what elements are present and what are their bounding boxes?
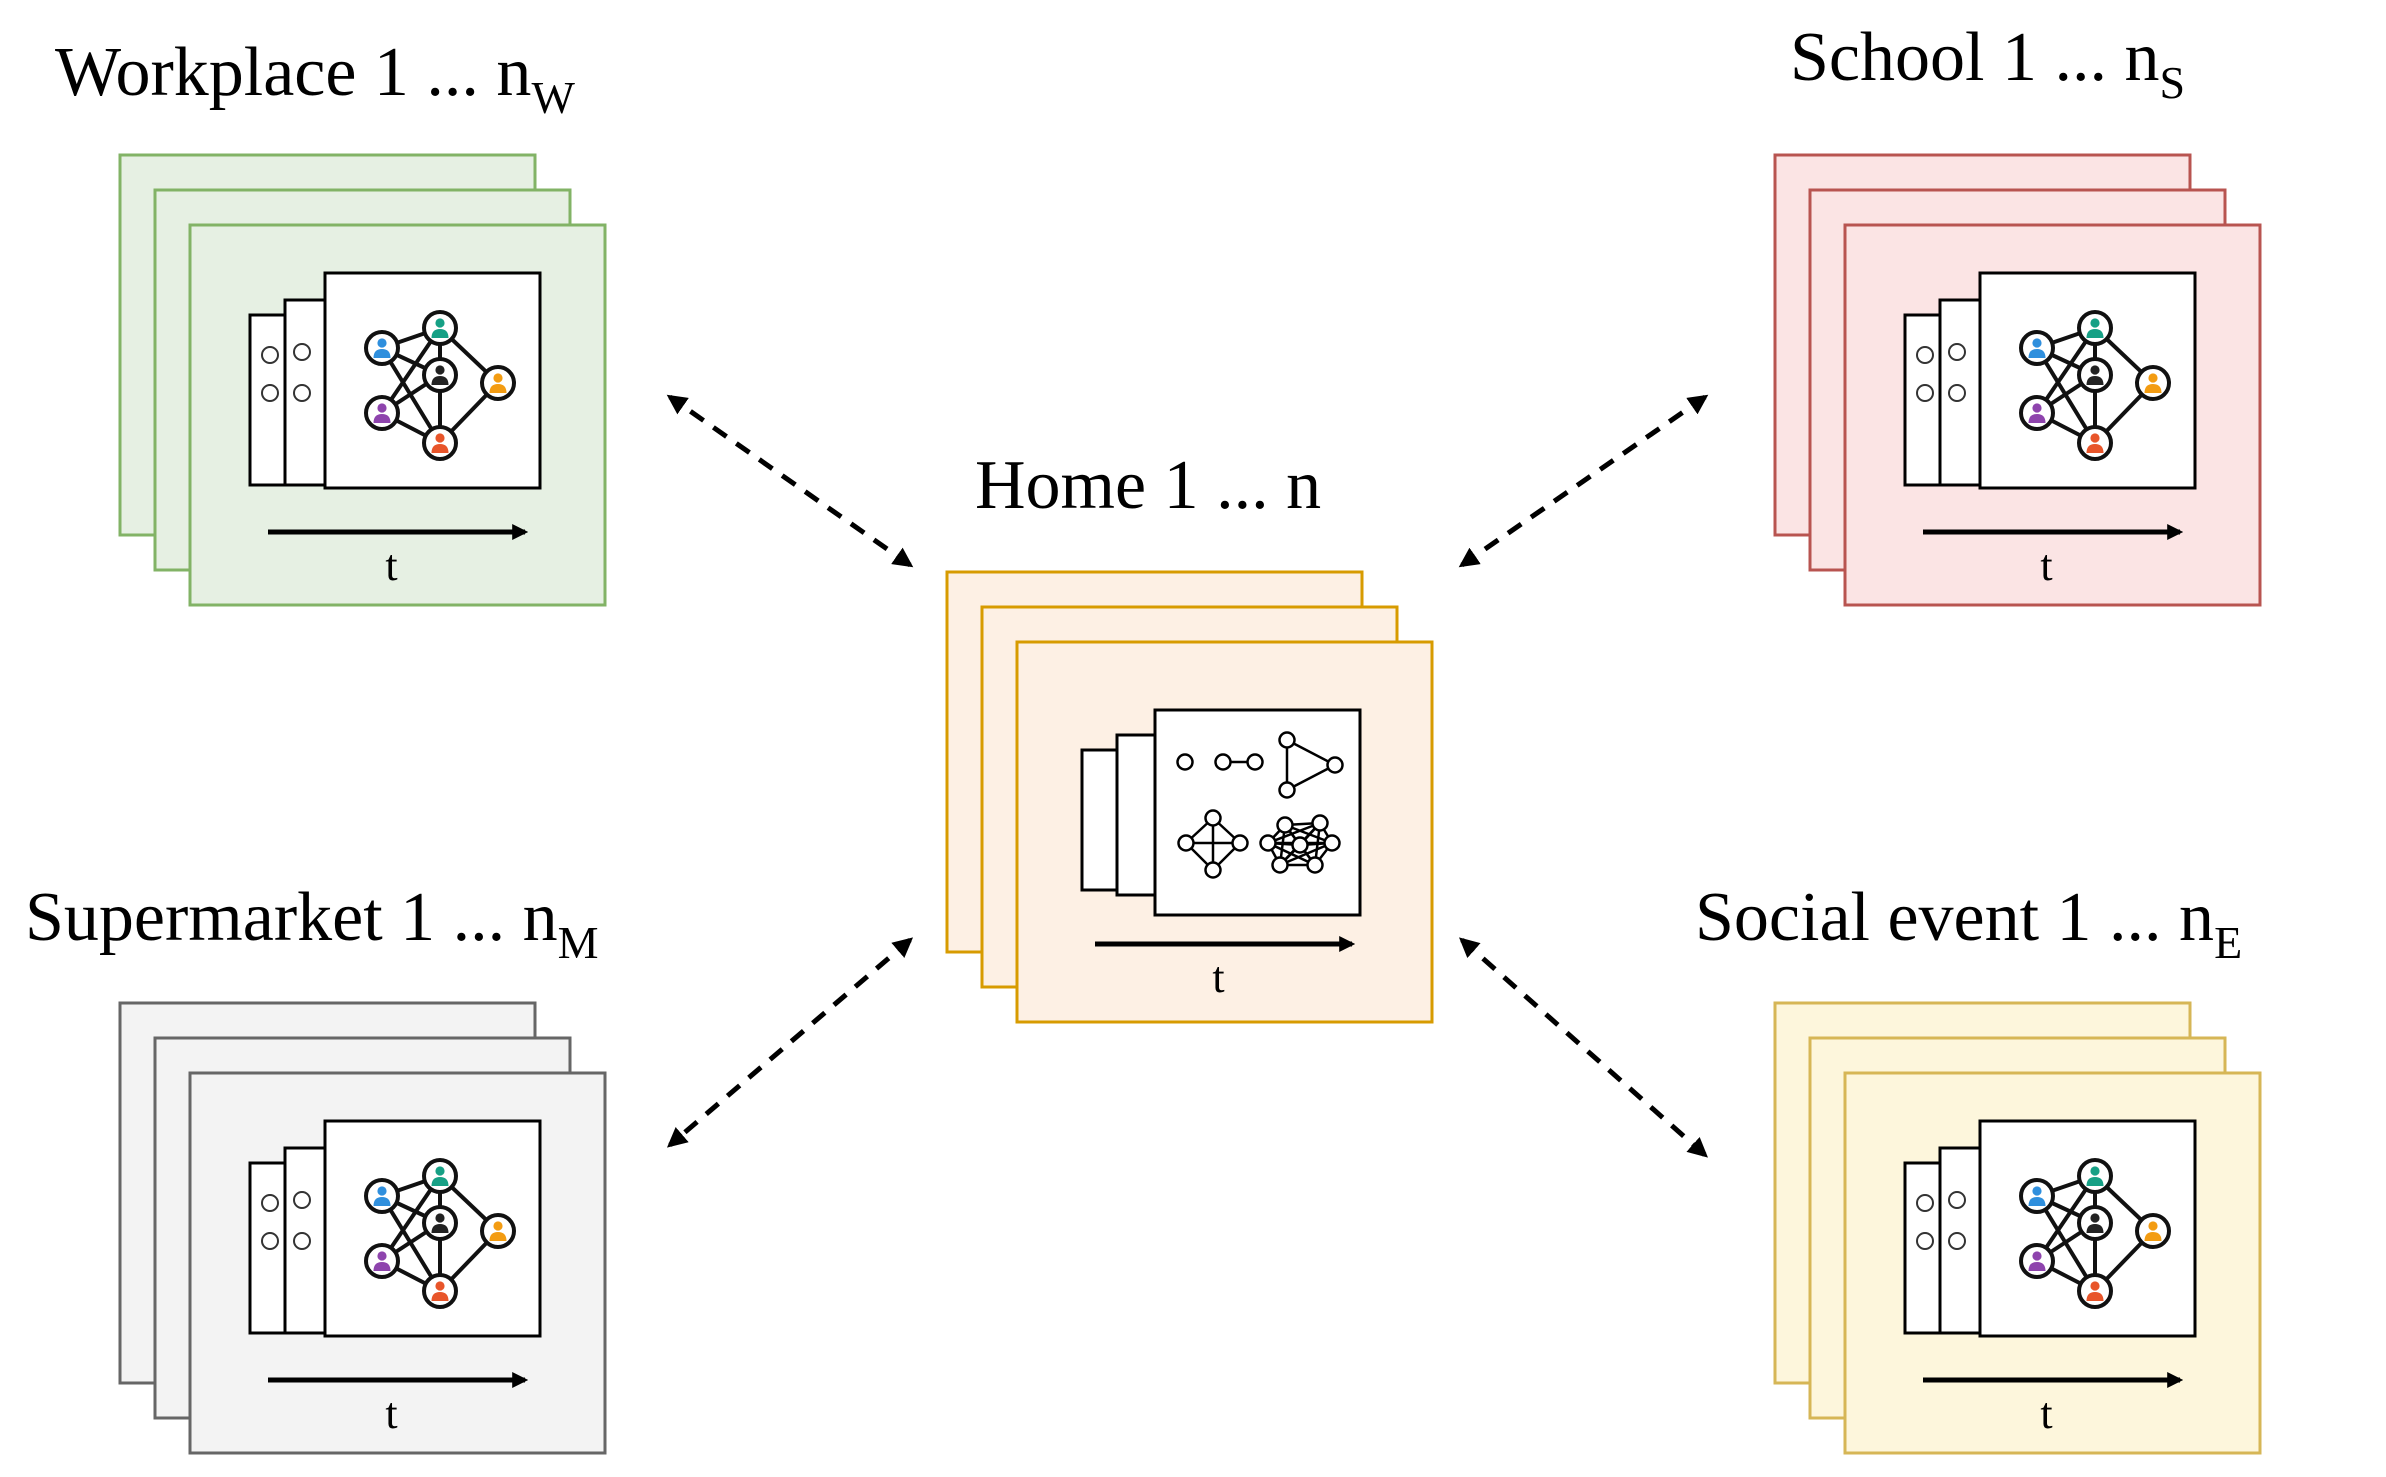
title-social: Social event 1 ... nE [1695,879,2242,968]
connections-layer [666,394,1709,1158]
person-icon [2077,357,2113,393]
person-icon [480,1213,516,1249]
graph-node [1306,856,1324,874]
person-icon [480,365,516,401]
faded-node [1948,343,1966,361]
faded-node [1948,1191,1966,1209]
time-axis-label: t [1212,953,1224,1002]
graph-node [1311,814,1329,832]
graph-node [1323,834,1341,852]
faded-node [261,346,279,364]
graph-edge [1267,821,1321,845]
person-icon [364,330,400,366]
person-icon [422,357,458,393]
person-icon [2135,1213,2171,1249]
graph-node [1176,753,1194,771]
title-school: School 1 ... nS [1790,19,2185,108]
connection-home-social [1459,937,1708,1158]
graph-node [1231,834,1249,852]
graph-node [1204,809,1222,827]
person-icon [2077,1273,2113,1309]
person-icon [364,395,400,431]
location-group-workplace: t Workplace 1 ... nW [55,34,607,607]
location-group-supermarket: t Supermarket 1 ... nM [25,879,607,1455]
person-icon [2019,1178,2055,1214]
graph-node [1259,834,1277,852]
person-icon [422,1273,458,1309]
faded-node [293,384,311,402]
faded-node [1916,1194,1934,1212]
title-subscript: W [531,72,575,123]
location-group-home: t Home 1 ... n [945,447,1434,1024]
title-text: Social event 1 ... n [1695,879,2214,956]
faded-node [1916,346,1934,364]
graph-node [1326,756,1344,774]
person-icon [364,1178,400,1214]
graph-node [1291,836,1309,854]
person-icon [422,425,458,461]
snapshot-card-front [1153,708,1362,917]
person-icon [364,1243,400,1279]
graph-edge [1286,763,1336,792]
person-icon [422,310,458,346]
connection-home-workplace [666,394,914,568]
graph-node [1204,861,1222,879]
person-icon [422,1158,458,1194]
faded-node [1916,1232,1934,1250]
connection-home-supermarket [666,937,914,1148]
title-subscript: S [2159,57,2185,108]
faded-node [293,1191,311,1209]
person-icon [2019,330,2055,366]
connection-home-school [1458,394,1709,568]
location-group-social: t Social event 1 ... nE [1695,879,2262,1455]
graph-node [1246,753,1264,771]
person-icon [2077,1205,2113,1241]
person-icon [2135,365,2171,401]
faded-node [1948,384,1966,402]
faded-node [261,1232,279,1250]
person-icon [422,1205,458,1241]
time-axis-label: t [385,1389,397,1438]
title-home: Home 1 ... n [975,447,1321,524]
person-icon [2077,1158,2113,1194]
graph-node [1177,834,1195,852]
title-supermarket: Supermarket 1 ... nM [25,879,599,968]
title-subscript: E [2214,917,2242,968]
faded-node [293,1232,311,1250]
faded-node [1916,384,1934,402]
graph-node [1276,816,1294,834]
graph-node [1278,731,1296,749]
person-icon [2019,395,2055,431]
person-icon [2019,1243,2055,1279]
time-axis-label: t [2040,541,2052,590]
faded-node [261,384,279,402]
title-workplace: Workplace 1 ... nW [55,34,575,123]
faded-node [261,1194,279,1212]
location-group-school: t School 1 ... nS [1773,19,2262,607]
title-text: School 1 ... n [1790,19,2159,96]
graph-edge [1286,738,1336,767]
faded-node [293,343,311,361]
person-icon [2077,310,2113,346]
person-icon [2077,425,2113,461]
time-axis-label: t [2040,1389,2052,1438]
graph-node [1271,856,1289,874]
title-subscript: M [558,917,599,968]
title-text: Supermarket 1 ... n [25,879,558,956]
graph-node [1214,753,1232,771]
time-axis-label: t [385,541,397,590]
faded-node [1948,1232,1966,1250]
title-text: Workplace 1 ... n [55,34,531,111]
title-text: Home 1 ... n [975,447,1321,524]
graph-node [1278,781,1296,799]
